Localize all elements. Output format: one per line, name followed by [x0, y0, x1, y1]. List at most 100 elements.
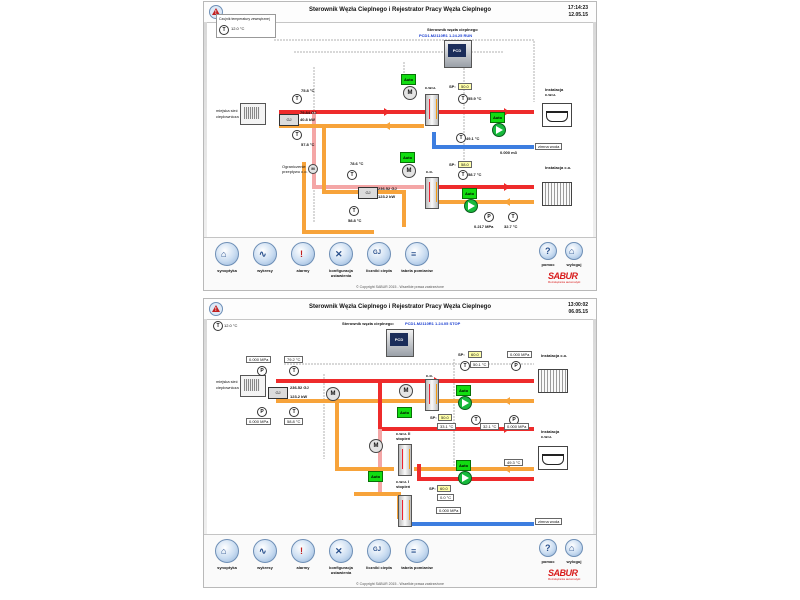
cwu-return-gauge[interactable]: T [456, 133, 466, 143]
co-installation-label: Instalacja c.o. [541, 353, 568, 358]
stage1-temp: 0.0 °C [437, 494, 455, 501]
logout-button[interactable]: ⌂wyloguj [562, 539, 586, 564]
co-pressure-gauge[interactable]: P [484, 212, 494, 222]
co-valve-motor[interactable]: M [402, 164, 416, 178]
cold-water-volume: 0.000 m3 [500, 150, 517, 155]
co-pump-auto-button[interactable]: Auto [456, 385, 471, 396]
co-pressure-gauge[interactable]: P [511, 361, 521, 371]
co-temp-value: 50.1 °C [470, 361, 490, 368]
lower-supply-gauge[interactable]: T [347, 170, 357, 180]
nav-wykresy[interactable]: ∿wykresy [248, 539, 282, 570]
nav-alarmy[interactable]: !alarmy [286, 242, 320, 273]
outdoor-temp-gauge[interactable]: T [213, 321, 223, 331]
controller-id: PCD1.M2110R1 1.24.05 STOP [405, 321, 461, 326]
meter1-power: 40.8 kW [300, 117, 315, 122]
tools-icon: ✕ [329, 539, 353, 563]
page-title: Sterownik Węzła Cieplnego i Rejestrator … [308, 7, 492, 13]
controller-label: Sterownik węzła cieplnego: [342, 321, 395, 326]
nav-synoptyka[interactable]: ⌂synoptyka [210, 242, 244, 273]
co-label: c.o. [426, 169, 433, 174]
co-temp-gauge[interactable]: T [460, 361, 470, 371]
co-pump[interactable] [458, 396, 472, 410]
cwu-pump-auto-button[interactable]: Auto [456, 460, 471, 471]
nav-wykresy[interactable]: ∿wykresy [248, 242, 282, 273]
return-pressure: 0.000 MPa [246, 418, 272, 425]
cold-water-label: zimna woda [535, 143, 563, 150]
heat-meter-2[interactable]: GJ [358, 187, 378, 199]
cwu-setpoint[interactable]: 50.0 [438, 414, 452, 421]
nav-footer: ⌂synoptyka ∿wykresy !alarmy ✕konfiguracj… [204, 534, 596, 587]
cwu-valve-motor[interactable]: M [403, 86, 417, 100]
nav-tabela[interactable]: ≡tabela pomiarów [400, 539, 434, 570]
stage1-sp-label: SP: [429, 486, 436, 491]
stage1-setpoint[interactable]: 60.0 [437, 485, 451, 492]
cwu-temp2-gauge[interactable]: T [471, 415, 481, 425]
cwu-heat-exchanger [425, 94, 439, 126]
bathtub-icon [538, 446, 568, 470]
stage2-valve-motor[interactable]: M [369, 439, 383, 453]
supply-pressure-gauge[interactable]: P [257, 366, 267, 376]
co-valve-auto-button[interactable]: Auto [397, 407, 412, 418]
return-pressure-gauge[interactable]: P [257, 407, 267, 417]
plc-device: PCD [386, 329, 414, 357]
co-setpoint[interactable]: 58.0 [458, 161, 472, 168]
help-button[interactable]: ?pomoc [536, 539, 560, 564]
return-temp-gauge[interactable]: T [289, 407, 299, 417]
help-icon: ? [539, 242, 557, 260]
house-icon: ⌂ [215, 242, 239, 266]
nav-alarmy[interactable]: !alarmy [286, 539, 320, 570]
cwu-temp-value: 55.9 °C [468, 96, 482, 101]
supply-temp-gauge[interactable]: T [289, 366, 299, 376]
plc-device: PCD [444, 40, 472, 68]
nav-konfiguracja[interactable]: ✕konfiguracja ustawienia [324, 242, 358, 278]
return-temp-gauge[interactable]: T [292, 130, 302, 140]
meter-power: 123.2 kW [290, 394, 308, 399]
co-valve-auto-button[interactable]: Auto [400, 152, 415, 163]
cwu-pump[interactable] [458, 471, 472, 485]
chart-icon: ∿ [253, 539, 277, 563]
stage2-auto-button[interactable]: Auto [368, 471, 383, 482]
co-pump[interactable] [464, 199, 478, 213]
co-return-gauge[interactable]: T [508, 212, 518, 222]
cwu-valve-auto-button[interactable]: Auto [401, 74, 416, 85]
co-temp-gauge[interactable]: T [458, 170, 468, 180]
co-valve-motor[interactable]: M [399, 384, 413, 398]
nav-tabela[interactable]: ≡tabela pomiarów [400, 242, 434, 273]
bathtub-icon [542, 103, 572, 127]
cwu-pump-auto-button[interactable]: Auto [490, 112, 505, 123]
co-setpoint[interactable]: 60.0 [468, 351, 482, 358]
controller-label: Sterownik węzła cieplnego [427, 27, 478, 32]
supply-heat-exchanger [240, 103, 266, 125]
nav-synoptyka[interactable]: ⌂synoptyka [210, 539, 244, 570]
nav-konfiguracja[interactable]: ✕konfiguracja ustawienia [324, 539, 358, 575]
cwu-temp-gauge[interactable]: T [458, 94, 468, 104]
three-way-valve[interactable]: M [326, 387, 340, 401]
cwu-pump[interactable] [492, 123, 506, 137]
alarm-icon: ! [291, 242, 315, 266]
co-pressure-value: 0.217 MPa [474, 224, 494, 229]
cwu-sp-label: SP: [430, 415, 437, 420]
alert-icon[interactable]: ! [209, 302, 223, 316]
logout-button[interactable]: ⌂wyloguj [562, 242, 586, 267]
logout-icon: ⌂ [565, 242, 583, 260]
help-button[interactable]: ?pomoc [536, 242, 560, 267]
cwu-installation-temp: 49.3 °C [504, 459, 524, 466]
outdoor-temp-gauge[interactable]: T [219, 25, 229, 35]
heat-meter-1[interactable]: GJ [279, 114, 299, 126]
bypass-valve-motor[interactable]: M [308, 164, 318, 174]
gj-counter-icon: GJ [367, 539, 391, 563]
clock-date: 12.05.15 [568, 12, 588, 18]
supply-temp-gauge[interactable]: T [292, 94, 302, 104]
copyright: © Copyright SABUR 2015 - Wszelkie prawa … [356, 285, 444, 289]
supply-label: miejska sieć ciepłownicza [216, 108, 239, 119]
supply-pressure: 0.000 MPa [246, 356, 272, 363]
lower-return-gauge[interactable]: T [349, 206, 359, 216]
heat-meter[interactable]: GJ [268, 387, 288, 399]
outdoor-temp-value: 12.0 °C [231, 26, 245, 31]
right-edge [593, 319, 596, 587]
cwu-setpoint[interactable]: 50.0 [458, 83, 472, 90]
clock: 13:00:02 06.05.15 [568, 302, 588, 316]
co-pump-auto-button[interactable]: Auto [462, 188, 477, 199]
